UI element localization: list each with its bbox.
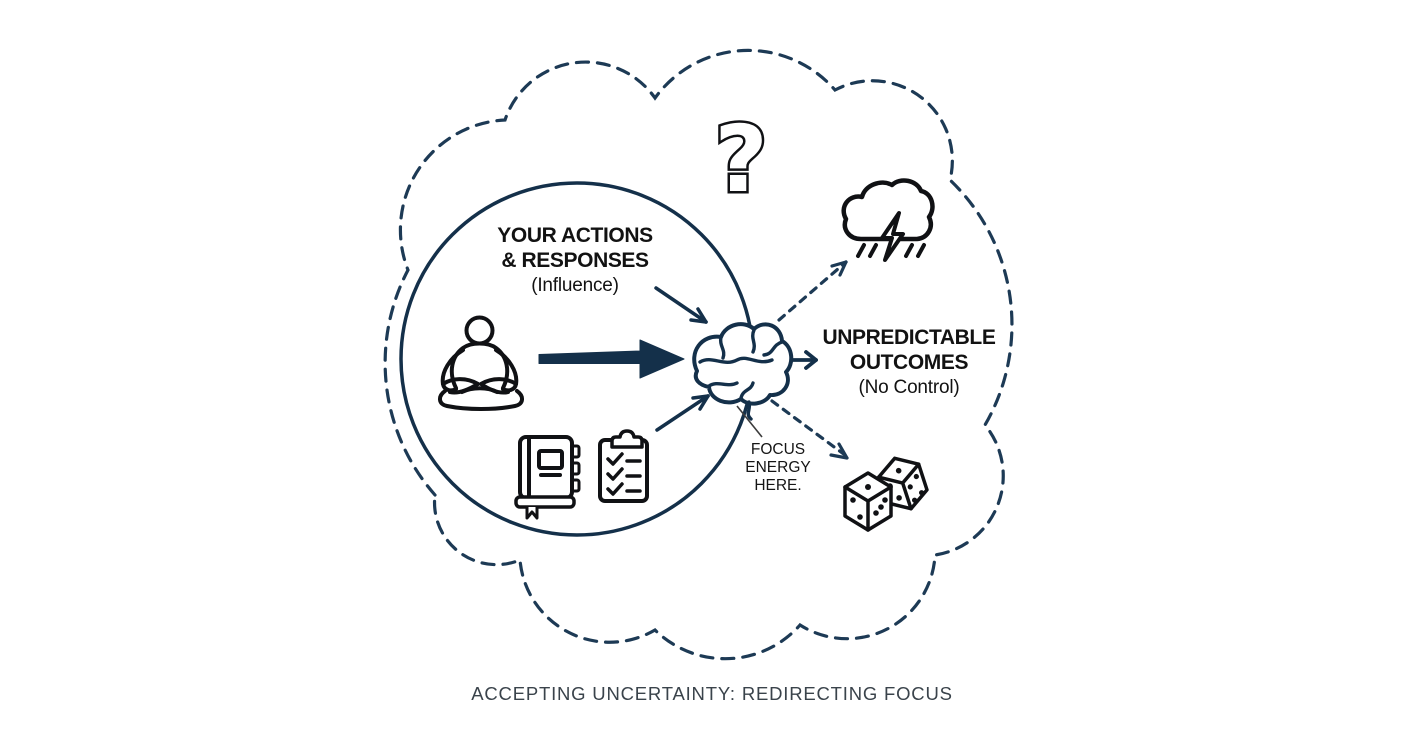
brain-fold bbox=[751, 328, 756, 354]
short-arrow-right bbox=[790, 350, 818, 370]
meditation-right-leg bbox=[479, 377, 518, 395]
thought-cloud-outline bbox=[383, 48, 1014, 661]
focus-energy-note: FOCUS ENERGY HERE. bbox=[728, 441, 828, 495]
brain-icon bbox=[692, 322, 794, 421]
meditation-crossed-ankles bbox=[460, 386, 499, 394]
dashed-arrow-dice bbox=[770, 399, 849, 460]
influence-line2: & RESPONSES bbox=[501, 249, 649, 272]
brain-fold bbox=[698, 356, 774, 364]
meditation-person-icon bbox=[438, 315, 524, 411]
focus-note-line3: HERE. bbox=[754, 477, 802, 494]
clipboard-clip bbox=[610, 429, 644, 449]
die-left bbox=[843, 471, 893, 532]
clipboard-checklist-icon bbox=[598, 429, 649, 503]
check-mark bbox=[606, 467, 624, 481]
dice-pair-icon bbox=[843, 456, 929, 532]
brain-fold bbox=[762, 340, 784, 357]
thin-arrow-bottom bbox=[655, 394, 710, 432]
diagram-title: ACCEPTING UNCERTAINTY: REDIRECTING FOCUS bbox=[471, 683, 953, 704]
focus-note-line1: FOCUS bbox=[750, 441, 806, 458]
influence-line1: YOUR ACTIONS bbox=[497, 224, 653, 247]
thick-arrow bbox=[538, 339, 685, 379]
journal-tab bbox=[570, 478, 581, 493]
dashed-arrow-storm bbox=[777, 260, 848, 322]
influence-line3: (Influence) bbox=[531, 275, 619, 296]
rain-dashes bbox=[856, 243, 926, 258]
journal-tab bbox=[570, 461, 581, 476]
storm-cloud-lightning-icon bbox=[841, 178, 935, 262]
brain-fold bbox=[739, 381, 755, 400]
journal-pages bbox=[514, 495, 576, 509]
influence-label: YOUR ACTIONS & RESPONSES (Influence) bbox=[425, 223, 725, 298]
question-mark-icon: ? bbox=[714, 106, 767, 213]
outcomes-line1: UNPREDICTABLE bbox=[822, 326, 996, 349]
meditation-left-leg bbox=[441, 377, 480, 395]
journal-tab bbox=[570, 444, 581, 459]
journal-icon bbox=[514, 435, 581, 520]
journal-window bbox=[537, 449, 564, 470]
meditation-body bbox=[449, 341, 510, 390]
lightning-bolt bbox=[880, 211, 905, 262]
check-mark bbox=[606, 482, 624, 496]
meditation-base bbox=[438, 389, 524, 411]
outcomes-line2: OUTCOMES bbox=[849, 351, 969, 374]
journal-bookmark bbox=[525, 505, 539, 520]
thin-arrow-top bbox=[654, 286, 708, 324]
outcomes-label: UNPREDICTABLE OUTCOMES (No Control) bbox=[798, 325, 1020, 400]
outcomes-line3: (No Control) bbox=[858, 377, 960, 398]
brain-fold bbox=[707, 381, 739, 388]
check-mark bbox=[606, 452, 624, 466]
focus-leader-line bbox=[736, 405, 763, 438]
storm-cloud-body bbox=[841, 178, 935, 242]
focus-note-line2: ENERGY bbox=[745, 459, 811, 476]
brain-fold bbox=[718, 335, 726, 360]
brain-stem bbox=[746, 400, 753, 421]
meditation-head bbox=[464, 315, 495, 346]
